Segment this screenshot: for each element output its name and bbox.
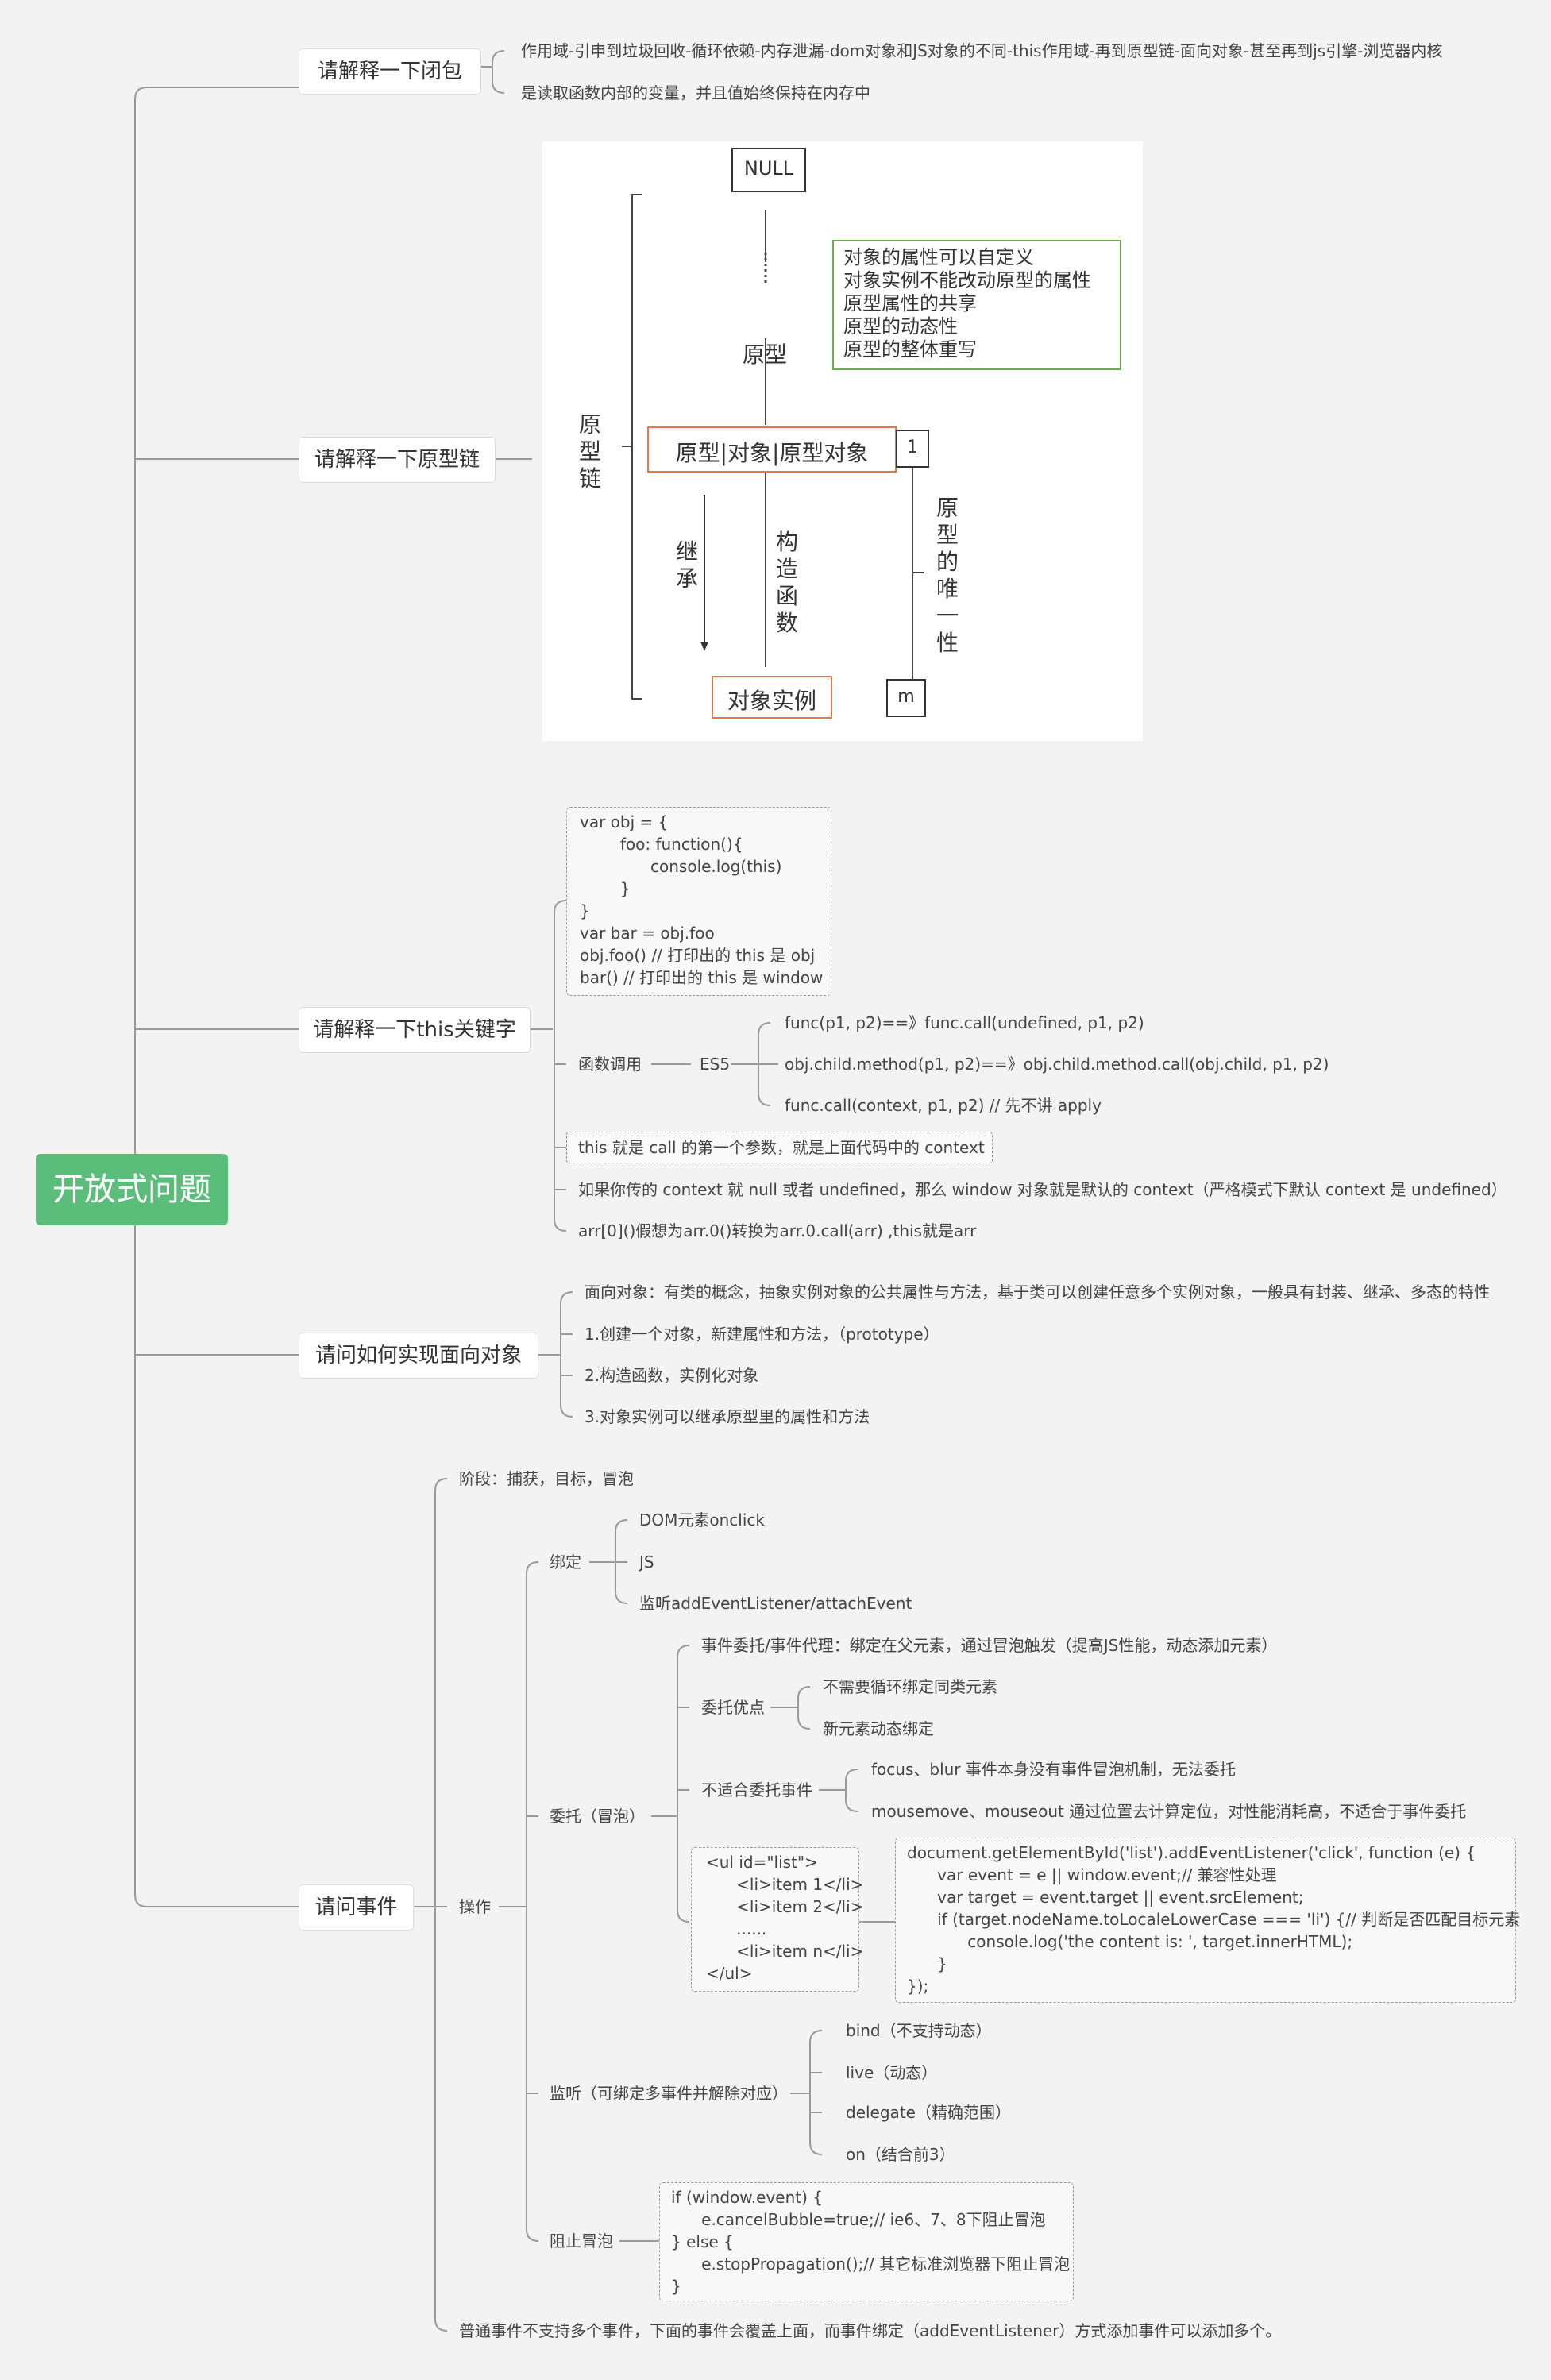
prototype-chain-vlabel: 原型链 <box>578 411 601 492</box>
oop-item: 3.对象实例可以继承原型里的属性和方法 <box>585 1407 870 1426</box>
prototype-object-node: 原型|对象|原型对象 <box>647 426 897 473</box>
context-note-box: this 就是 call 的第一个参数，就是上面代码中的 context <box>566 1132 993 1163</box>
context-note: this 就是 call 的第一个参数，就是上面代码中的 context <box>578 1138 985 1157</box>
m-node: m <box>886 679 926 717</box>
oop-item: 2.构造函数，实例化对象 <box>585 1366 759 1385</box>
topic-prototype-chain[interactable]: 请解释一下原型链 <box>299 437 496 483</box>
this-code: var obj = { foo: function(){ console.log… <box>580 812 824 987</box>
html-code-box: <ul id="list"> <li>item 1</li> <li>item … <box>691 1847 863 1992</box>
stop-code-box: if (window.event) { e.cancelBubble=true;… <box>659 2182 1074 2301</box>
es5-item: func(p1, p2)==》func.call(undefined, p1, … <box>785 1013 1144 1032</box>
prototype-properties-box: 对象的属性可以自定义 对象实例不能改动原型的属性 原型属性的共享 原型的动态性 … <box>832 240 1121 370</box>
advantage-item: 不需要循环绑定同类元素 <box>823 1677 997 1696</box>
oop-item: 面向对象：有类的概念，抽象实例对象的公共属性与方法，基于类可以创建任意多个实例对… <box>585 1283 1490 1302</box>
es5-label: ES5 <box>700 1055 731 1074</box>
null-node: NULL <box>731 148 806 192</box>
oop-item: 1.创建一个对象，新建属性和方法，（prototype） <box>585 1325 939 1344</box>
arr-note: arr[0]()假想为arr.0()转换为arr.0.call(arr) ,th… <box>578 1221 977 1240</box>
null-context-note: 如果你传的 context 就 null 或者 undefined，那么 win… <box>578 1180 1507 1199</box>
unsuitable-item: focus、blur 事件本身没有事件冒泡机制，无法委托 <box>871 1760 1236 1779</box>
html-code: <ul id="list"> <li>item 1</li> <li>item … <box>706 1853 864 1983</box>
listen-label: 监听（可绑定多事件并解除对应） <box>550 2084 788 2103</box>
topic-oop[interactable]: 请问如何实现面向对象 <box>299 1333 538 1379</box>
object-instance-node: 对象实例 <box>712 676 832 719</box>
operations-label: 操作 <box>459 1897 491 1916</box>
topic-events[interactable]: 请问事件 <box>299 1884 414 1931</box>
closure-note-1: 作用域-引申到垃圾回收-循环依赖-内存泄漏-dom对象和JS对象的不同-this… <box>521 41 1443 60</box>
js-code: document.getElementById('list').addEvent… <box>907 1843 1521 1996</box>
unsuitable-item: mousemove、mouseout 通过位置去计算定位，对性能消耗高，不适合于… <box>871 1802 1467 1821</box>
delegate-advantages-label: 委托优点 <box>701 1698 765 1717</box>
js-code-box: document.getElementById('list').addEvent… <box>895 1838 1520 2003</box>
bind-item: JS <box>639 1553 654 1572</box>
uniqueness-vlabel: 原型的唯一性 <box>936 495 959 656</box>
closure-note-2: 是读取函数内部的变量，并且值始终保持在内存中 <box>521 83 870 102</box>
constructor-vlabel: 构造函数 <box>775 529 798 636</box>
delegate-label: 委托（冒泡） <box>550 1807 645 1826</box>
listen-item: delegate（精确范围） <box>846 2103 1011 2122</box>
root-topic[interactable]: 开放式问题 <box>36 1154 228 1225</box>
unsuitable-label: 不适合委托事件 <box>701 1780 812 1799</box>
listen-item: bind（不支持动态） <box>846 2021 992 2040</box>
prototype-chain-diagram: NULL 原型 原型|对象|原型对象 对象实例 1 m 原型链 继承 构造函数 … <box>542 141 1143 741</box>
advantage-item: 新元素动态绑定 <box>823 1719 934 1738</box>
stop-propagation-label: 阻止冒泡 <box>550 2231 613 2251</box>
stop-code: if (window.event) { e.cancelBubble=true;… <box>671 2188 1071 2296</box>
topic-closure[interactable]: 请解释一下闭包 <box>299 48 481 95</box>
bind-item: 监听addEventListener/attachEvent <box>639 1594 912 1613</box>
events-footer-note: 普通事件不支持多个事件，下面的事件会覆盖上面，而事件绑定（addEventLis… <box>459 2321 1282 2340</box>
listen-item: on（结合前3） <box>846 2145 955 2164</box>
bind-item: DOM元素onclick <box>639 1510 765 1529</box>
es5-item: func.call(context, p1, p2) // 先不讲 apply <box>785 1096 1102 1115</box>
delegate-definition: 事件委托/事件代理：绑定在父元素，通过冒泡触发（提高JS性能，动态添加元素） <box>701 1636 1278 1655</box>
es5-item: obj.child.method(p1, p2)==》obj.child.met… <box>785 1055 1329 1074</box>
inherit-vlabel: 继承 <box>675 538 698 592</box>
this-code-box: var obj = { foo: function(){ console.log… <box>566 807 831 996</box>
bind-label: 绑定 <box>550 1553 581 1572</box>
listen-item: live（动态） <box>846 2063 938 2082</box>
prototype-label: 原型 <box>743 341 788 368</box>
one-node: 1 <box>896 430 929 468</box>
topic-this-keyword[interactable]: 请解释一下this关键字 <box>299 1007 531 1053</box>
event-phase: 阶段：捕获，目标，冒泡 <box>459 1469 634 1488</box>
function-call-label: 函数调用 <box>578 1055 642 1074</box>
